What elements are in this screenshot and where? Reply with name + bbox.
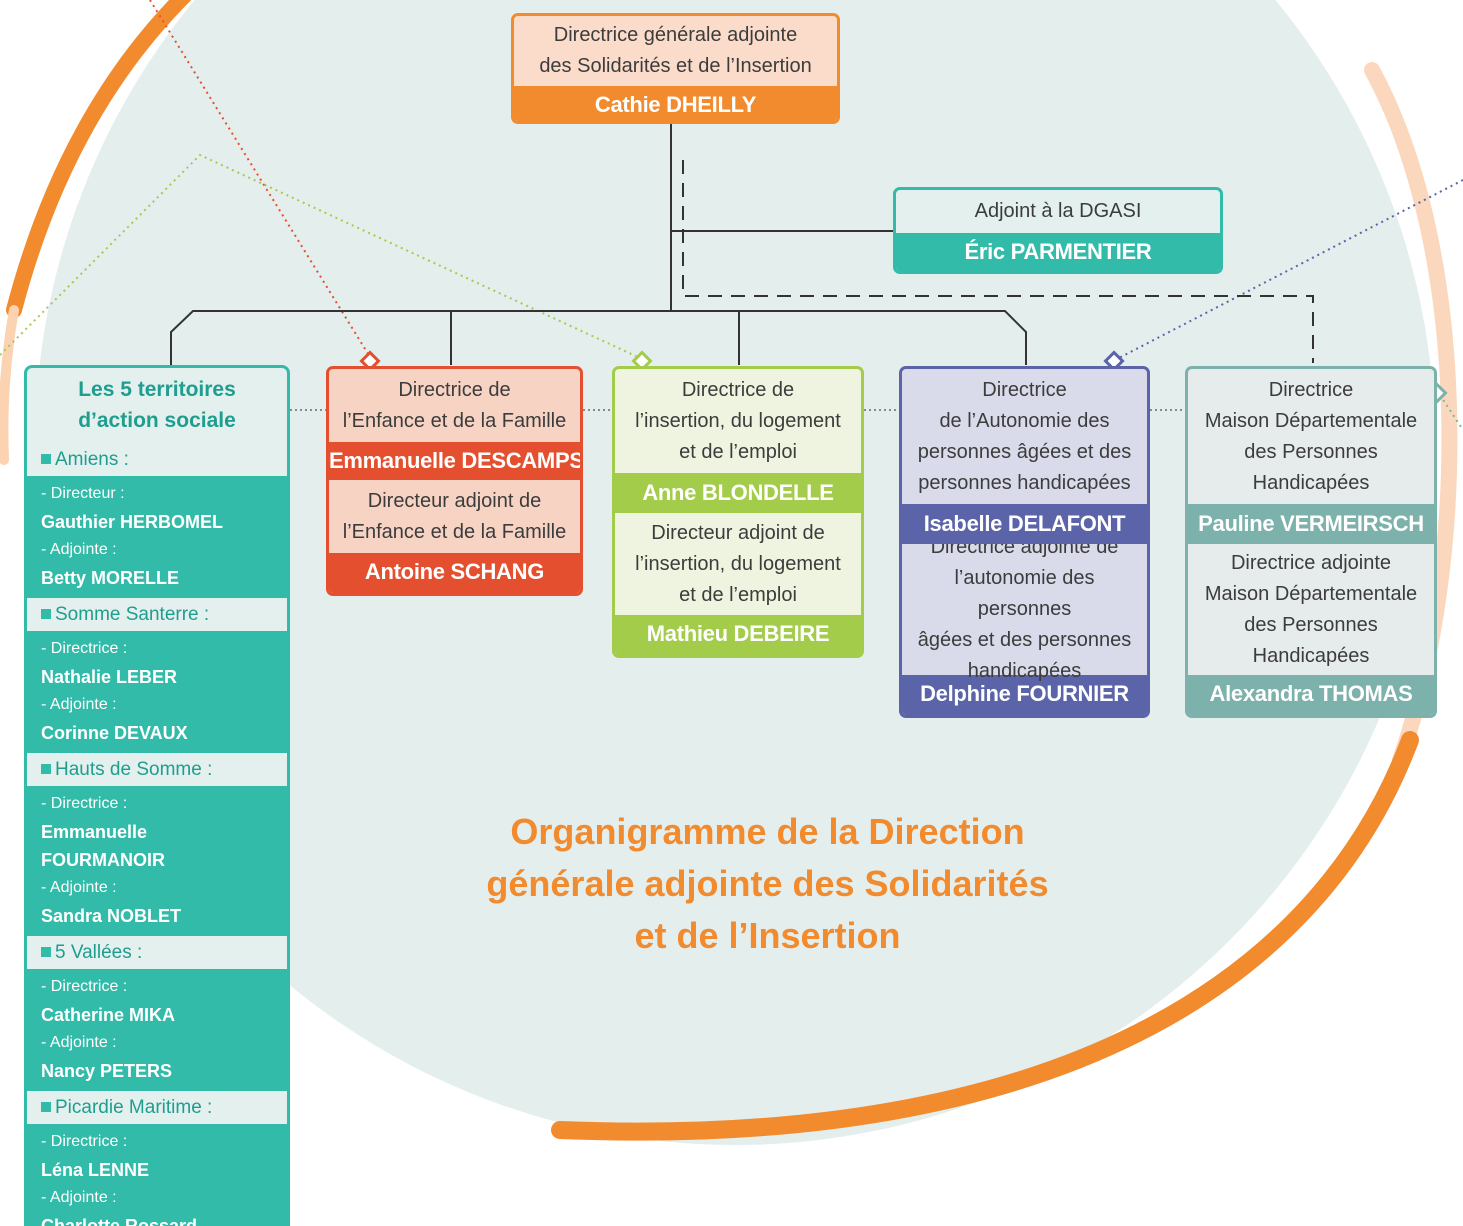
territory-name: Picardie Maritime : [55, 1097, 213, 1118]
deputy-name: Éric PARMENTIER [896, 233, 1220, 271]
deputy-director-role: Directeur adjoint de l’insertion, du log… [635, 521, 841, 606]
director-name: Pauline VERMEIRSCH [1188, 504, 1434, 544]
deputy-box: Adjoint à la DGASI Éric PARMENTIER [893, 187, 1223, 274]
director-box: Directrice Maison Départementale des Per… [1185, 366, 1437, 544]
territory-role: - Directeur : [41, 485, 125, 502]
territory-person: Léna LENNE [41, 1160, 150, 1180]
deputy-director-name: Alexandra THOMAS [1188, 675, 1434, 715]
territory-person: Corinne DEVAUX [41, 723, 188, 743]
territory-person: Catherine MIKA [41, 1005, 176, 1025]
deputy-director-box: Directrice adjointe Maison Départemental… [1185, 544, 1437, 718]
territory-name: Amiens : [55, 449, 129, 470]
deputy-director-role: Directrice adjointe de l’autonomie des p… [917, 544, 1132, 682]
territory-role: - Adjointe : [41, 696, 117, 713]
territory-role: - Directrice : [41, 1133, 128, 1150]
chart-title: Organigramme de la Direction générale ad… [486, 811, 1049, 956]
territory-name: Hauts de Somme : [55, 759, 213, 780]
director-box: Directrice de l’Autonomie des personnes … [899, 366, 1150, 544]
bullet-icon [41, 609, 51, 619]
territories-panel: Les 5 territoires d’action sociale Amien… [24, 365, 290, 1226]
territory-role: - Directrice : [41, 640, 128, 657]
territory-person: Charlotte Rossard [41, 1216, 198, 1226]
director-role: Directrice de l’insertion, du logement e… [635, 378, 841, 463]
territory-person: Sandra NOBLET [41, 906, 182, 926]
territory-role: - Adjointe : [41, 541, 117, 558]
top-director-name: Cathie DHEILLY [514, 86, 837, 121]
director-role: Directrice Maison Départementale des Per… [1204, 378, 1418, 494]
decorative-arc-left-stroke [6, 0, 192, 318]
territory-hauts-de-somme: Hauts de Somme : - Directrice : Emmanuel… [27, 753, 287, 936]
territory-role: - Adjointe : [41, 879, 117, 896]
territory-person: Nancy PETERS [41, 1061, 173, 1081]
territory-person: Nathalie LEBER [41, 667, 178, 687]
territory-person: Emmanuelle FOURMANOIR [41, 822, 165, 870]
deputy-role: Adjoint à la DGASI [974, 200, 1142, 222]
territory-role: - Adjointe : [41, 1034, 117, 1051]
director-role: Directrice de l’Autonomie des personnes … [917, 378, 1132, 494]
territory-person: Gauthier HERBOMEL [41, 512, 224, 532]
deputy-director-box: Directeur adjoint de l’insertion, du log… [612, 513, 864, 658]
bullet-icon [41, 947, 51, 957]
deputy-director-role: Directrice adjointe Maison Départemental… [1204, 551, 1418, 667]
direction-autonomie: Directrice de l’Autonomie des personnes … [899, 366, 1150, 718]
territory-picardie-maritime: Picardie Maritime : - Directrice : Léna … [27, 1091, 287, 1226]
deputy-director-box: Directeur adjoint de l’Enfance et de la … [326, 480, 583, 596]
territory-role: - Directrice : [41, 978, 128, 995]
deputy-director-box: Directrice adjointe de l’autonomie des p… [899, 544, 1150, 718]
territory-5-vallees: 5 Vallées : - Directrice : Catherine MIK… [27, 936, 287, 1091]
deputy-director-role: Directeur adjoint de l’Enfance et de la … [342, 489, 567, 543]
territory-person: Betty MORELLE [41, 568, 180, 588]
territory-role: - Adjointe : [41, 1189, 117, 1206]
decorative-arc-left [0, 0, 190, 300]
director-role: Directrice de l’Enfance et de la Famille [342, 378, 567, 432]
deputy-director-name: Delphine FOURNIER [902, 675, 1147, 715]
director-name: Isabelle DELAFONT [902, 504, 1147, 544]
territory-somme-santerre: Somme Santerre : - Directrice : Nathalie… [27, 598, 287, 753]
decorative-arc-bottom [551, 731, 1419, 1141]
bullet-icon [41, 764, 51, 774]
territory-amiens: Amiens : - Directeur : Gauthier HERBOMEL… [27, 443, 287, 598]
director-box: Directrice de l’Enfance et de la Famille… [326, 366, 583, 480]
bullet-icon [41, 1102, 51, 1112]
director-name: Emmanuelle DESCAMPS [329, 442, 580, 480]
direction-enfance-famille: Directrice de l’Enfance et de la Famille… [326, 366, 583, 596]
territories-title: Les 5 territoires d’action sociale [78, 378, 236, 432]
top-director-role: Directrice générale adjointe des Solidar… [539, 24, 812, 77]
top-director-box: Directrice générale adjointe des Solidar… [511, 13, 840, 124]
direction-insertion: Directrice de l’insertion, du logement e… [612, 366, 864, 658]
director-box: Directrice de l’insertion, du logement e… [612, 366, 864, 513]
deputy-director-name: Mathieu DEBEIRE [615, 615, 861, 655]
territory-role: - Directrice : [41, 795, 128, 812]
bullet-icon [41, 454, 51, 464]
deputy-director-name: Antoine SCHANG [329, 553, 580, 593]
director-name: Anne BLONDELLE [615, 473, 861, 513]
territory-name: 5 Vallées : [55, 942, 143, 963]
direction-mdph: Directrice Maison Départementale des Per… [1185, 366, 1437, 718]
territory-name: Somme Santerre : [55, 604, 210, 625]
